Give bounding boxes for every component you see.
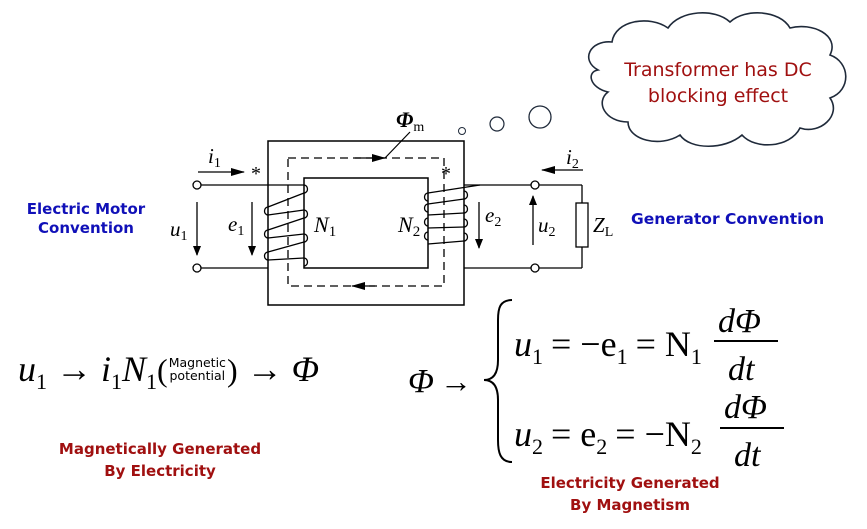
primary-winding — [263, 184, 309, 267]
secondary-dot-marker: * — [441, 163, 451, 185]
eq-row-1: u1= −e1= N1 dΦ dt — [514, 303, 778, 388]
egm-line1: Electricity Generated — [540, 474, 720, 492]
e1-label: e1 — [228, 212, 244, 239]
motor-convention-line1: Electric Motor — [26, 200, 146, 218]
eq-right-phi: Φ — [408, 363, 434, 400]
svg-text:dΦ: dΦ — [718, 303, 761, 340]
generator-convention-label: Generator Convention — [631, 210, 825, 228]
magnetically-generated-caption: Magnetically Generated By Electricity — [30, 438, 290, 482]
eq-left-u: u — [18, 349, 36, 389]
load-impedance — [575, 202, 589, 248]
cloud-caption-line2: blocking effect — [647, 85, 789, 107]
thought-cloud — [587, 12, 847, 147]
eq-row-2: u2= e2= −N2 dΦ dt — [514, 389, 784, 474]
electricity-generated-caption: Electricity Generated By Magnetism — [500, 472, 760, 516]
eq-left-n-sub: 1 — [146, 369, 158, 394]
cloud-caption-line1: Transformer has DC — [624, 59, 812, 81]
u1-label: u1 — [170, 217, 188, 244]
mge-line1: Magnetically Generated — [58, 440, 262, 458]
svg-text:u2= e2= −N2: u2= e2= −N2 — [514, 414, 702, 459]
terminal-secondary-top — [530, 180, 540, 190]
motor-convention-line2: Convention — [38, 219, 134, 237]
e2-label: e2 — [485, 203, 501, 230]
eq-left-paren-open: ( — [157, 352, 168, 388]
stack-bottom: potential — [169, 367, 226, 383]
svg-text:dΦ: dΦ — [724, 389, 767, 426]
eq-left-n: N — [122, 349, 147, 389]
eq-left-i: i — [101, 349, 112, 389]
zl-label: ZL — [593, 213, 613, 240]
eq-left-paren-close: ) — [226, 352, 238, 388]
secondary-winding — [423, 184, 481, 245]
flux-path — [287, 157, 445, 287]
i2-label: i2 — [566, 145, 579, 172]
cloud-caption: Transformer has DC blocking effect — [598, 57, 838, 109]
i1-label: i1 — [208, 144, 221, 171]
svg-text:u1= −e1= N1: u1= −e1= N1 — [514, 324, 702, 369]
flux-label: Φm — [396, 107, 424, 135]
stack-top: Magnetic — [168, 354, 226, 370]
n1-label: N1 — [313, 212, 336, 240]
terminal-primary-bottom — [192, 263, 202, 273]
egm-line2: By Magnetism — [570, 496, 690, 514]
terminal-secondary-bottom — [530, 263, 540, 273]
primary-dot-marker: * — [251, 163, 261, 185]
thought-bubble-small — [458, 127, 466, 135]
core-outer — [267, 140, 465, 306]
eq-left-u-sub: 1 — [36, 369, 47, 394]
eq-left-arrow-1: → — [56, 349, 92, 389]
terminal-primary-top — [192, 180, 202, 190]
core-window — [303, 177, 429, 269]
motor-convention-label: Electric Motor Convention — [6, 200, 166, 238]
n2-label: N2 — [397, 212, 420, 240]
eq-right-arrow: → — [440, 363, 472, 399]
thought-bubble-medium — [489, 116, 505, 132]
svg-text:dt: dt — [734, 437, 762, 474]
flux-leader — [384, 131, 411, 159]
thought-bubble-large — [528, 105, 552, 129]
mge-line2: By Electricity — [104, 462, 216, 480]
svg-text:dt: dt — [728, 351, 756, 388]
eq-brace — [483, 299, 513, 463]
eq-left-i-sub: 1 — [111, 369, 123, 394]
u2-label: u2 — [538, 213, 556, 240]
eq-left-phi: Φ — [291, 349, 319, 389]
eq-left-arrow-2: → — [246, 349, 283, 389]
